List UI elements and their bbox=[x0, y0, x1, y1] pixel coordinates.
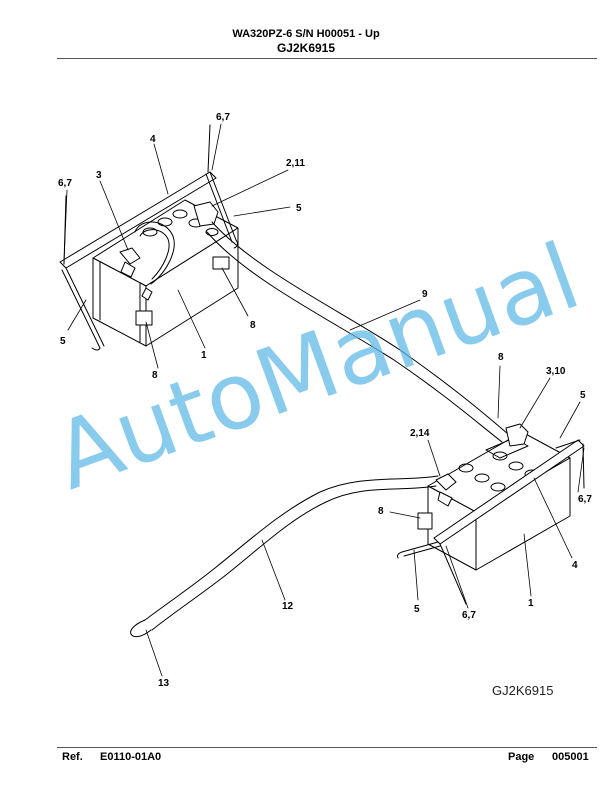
callout-5-lower-left: 5 bbox=[414, 604, 420, 615]
page-value: 005001 bbox=[552, 751, 589, 763]
callout-6-7-left: 6,7 bbox=[58, 178, 72, 189]
callout-5-upper-left: 5 bbox=[60, 336, 66, 347]
callout-2-14: 2,14 bbox=[410, 428, 430, 439]
page-label: Page bbox=[508, 751, 535, 763]
model-serial-title: WA320PZ-6 S/N H00051 - Up bbox=[232, 28, 380, 40]
callout-1-lower: 1 bbox=[528, 598, 534, 609]
callout-8-middle: 8 bbox=[498, 352, 504, 363]
callout-6-7-right: 6,7 bbox=[578, 494, 592, 505]
lower-battery bbox=[417, 423, 571, 571]
figure-code-title: GJ2K6915 bbox=[276, 41, 336, 55]
callout-6-7-bottom: 6,7 bbox=[462, 610, 476, 621]
callout-leaders bbox=[63, 123, 585, 677]
callout-4-upper: 4 bbox=[150, 134, 156, 145]
ground-cable bbox=[130, 475, 439, 638]
callout-3-10: 3,10 bbox=[546, 366, 566, 377]
lower-hold-down bbox=[397, 439, 585, 605]
upper-hold-down bbox=[59, 124, 239, 351]
ref-label: Ref. bbox=[62, 751, 83, 763]
battery-connecting-cable bbox=[206, 221, 509, 443]
callout-8-upper-left: 8 bbox=[152, 370, 158, 381]
callout-13: 13 bbox=[158, 678, 170, 689]
upper-battery bbox=[92, 199, 239, 347]
callout-12: 12 bbox=[282, 601, 294, 612]
figure-code-label: GJ2K6915 bbox=[492, 683, 553, 698]
callout-4-lower: 4 bbox=[572, 560, 578, 571]
callout-6-7-top: 6,7 bbox=[216, 112, 230, 123]
upper-terminal-clamp bbox=[193, 201, 219, 227]
callout-8-lower: 8 bbox=[378, 506, 384, 517]
callout-5-upper-right: 5 bbox=[296, 203, 302, 214]
header-divider bbox=[57, 58, 597, 59]
callout-3: 3 bbox=[96, 170, 102, 181]
ref-value: E0110-01A0 bbox=[100, 751, 162, 763]
callout-9: 9 bbox=[422, 289, 428, 300]
callout-8-upper-right: 8 bbox=[250, 320, 256, 331]
callout-2-11: 2,11 bbox=[286, 158, 305, 169]
callout-5-lower-right: 5 bbox=[580, 390, 586, 401]
callout-1-upper: 1 bbox=[201, 350, 207, 361]
footer-divider bbox=[57, 747, 597, 748]
